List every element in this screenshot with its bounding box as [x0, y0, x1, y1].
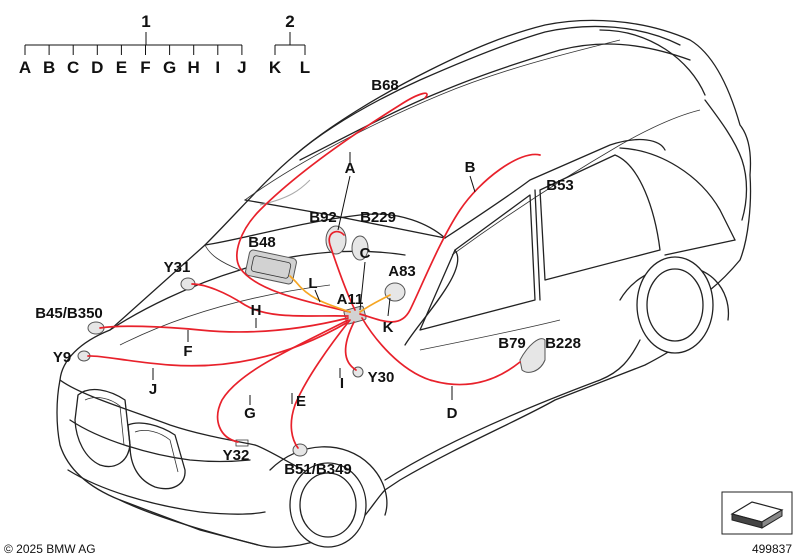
harness-label-h: H: [251, 302, 262, 319]
harness-labels: A B C D E F G H I J K L: [149, 159, 476, 422]
label-b92: B92: [309, 209, 337, 226]
label-b53: B53: [546, 177, 574, 194]
label-b79: B79: [498, 335, 526, 352]
component-b229-shape: [351, 235, 369, 261]
legend-item-h: H: [188, 58, 200, 77]
component-y32-shape: [235, 439, 249, 447]
leader-lines: [152, 152, 476, 405]
label-y30: Y30: [368, 369, 395, 386]
label-y9: Y9: [53, 349, 71, 366]
legend-item-e: E: [116, 58, 127, 77]
legend-item-f: F: [140, 58, 150, 77]
copyright-text: © 2025 BMW AG: [4, 542, 96, 556]
label-y32: Y32: [223, 447, 250, 464]
harness-label-g: G: [244, 405, 256, 422]
legend-item-d: D: [91, 58, 103, 77]
legend-item-b: B: [43, 58, 55, 77]
component-a83-shape: [384, 282, 406, 302]
label-b68: B68: [371, 77, 399, 94]
harness-label-e: E: [296, 393, 306, 410]
legend-group-2-number: 2: [285, 12, 294, 31]
legend-item-i: I: [215, 58, 220, 77]
components: [77, 225, 546, 457]
label-b51-b349: B51/B349: [284, 461, 352, 478]
legend-item-a: A: [19, 58, 31, 77]
label-b45-b350: B45/B350: [35, 305, 103, 322]
wire-harness: [87, 92, 541, 449]
legend-item-k: K: [269, 58, 282, 77]
legend-item-j: J: [237, 58, 246, 77]
legend-item-c: C: [67, 58, 79, 77]
harness-label-l: L: [308, 275, 317, 292]
harness-label-j: J: [149, 381, 157, 398]
label-a83: A83: [388, 263, 416, 280]
label-y31: Y31: [164, 259, 191, 276]
harness-label-a: A: [345, 160, 356, 177]
harness-label-c: C: [360, 245, 371, 262]
component-b51-shape: [292, 443, 308, 457]
label-b48: B48: [248, 234, 276, 251]
legend-item-l: L: [300, 58, 310, 77]
component-b79-shape: [519, 338, 546, 373]
label-a11: A11: [337, 291, 364, 308]
harness-label-f: F: [183, 343, 192, 360]
component-b48-shape: [245, 249, 297, 285]
component-labels: B68 B53 B92 B229 B48 A83 A11 Y31 B45/B35…: [35, 77, 581, 478]
label-b228: B228: [545, 335, 581, 352]
harness-label-d: D: [447, 405, 458, 422]
harness-label-i: I: [340, 375, 344, 392]
vehicle-outline: [56, 19, 752, 548]
legend-item-g: G: [163, 58, 176, 77]
harness-label-k: K: [383, 319, 394, 336]
legend-group-1-number: 1: [141, 12, 150, 31]
label-b229: B229: [360, 209, 396, 226]
reference-arrow-icon: [721, 491, 793, 535]
diagram-number: 499837: [752, 542, 792, 556]
harness-label-b: B: [465, 159, 476, 176]
